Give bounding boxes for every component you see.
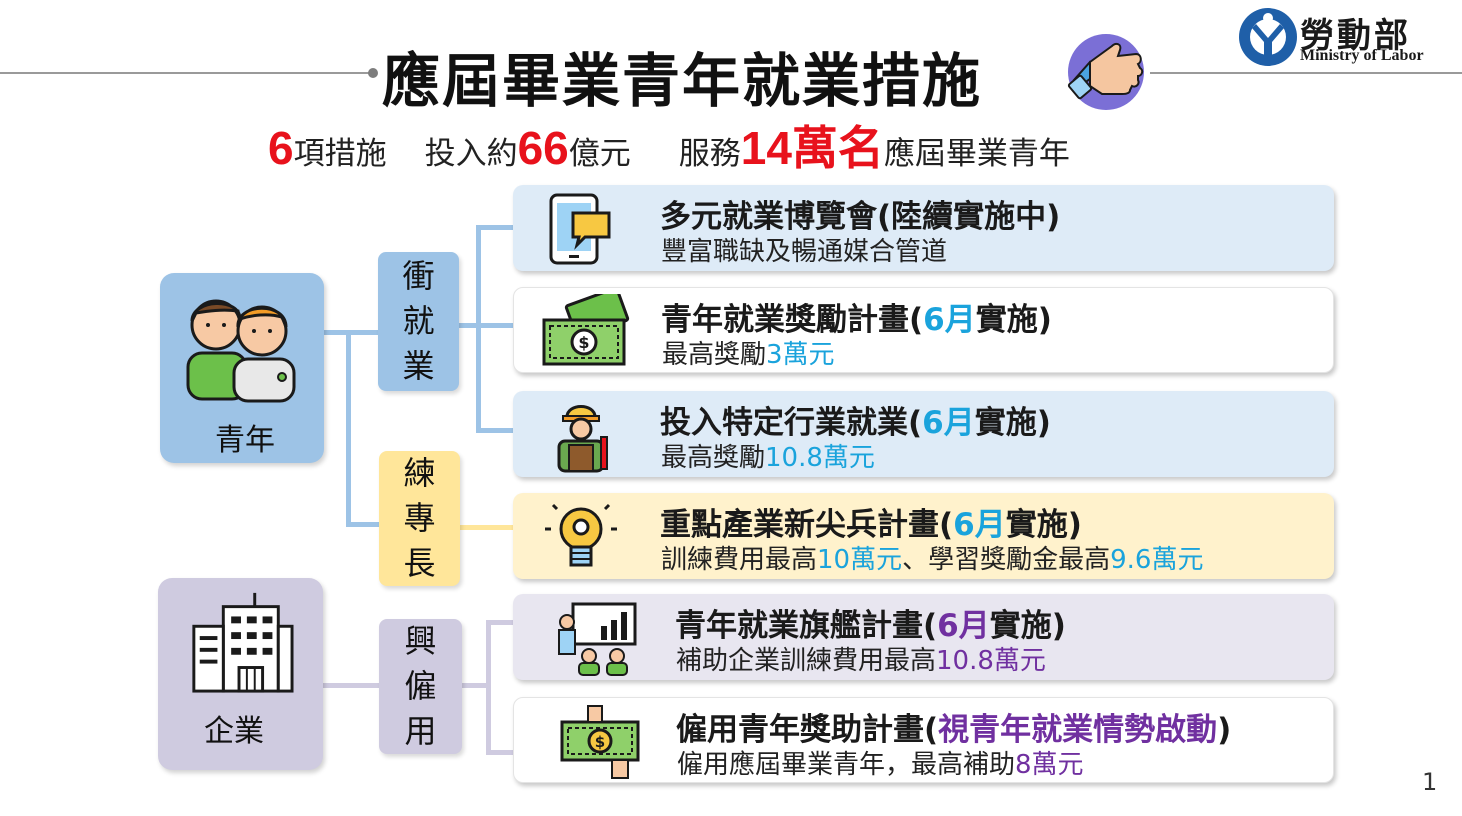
connector — [486, 620, 514, 625]
youth-label: 青年 — [215, 423, 275, 458]
category-char: 練 — [403, 454, 436, 492]
office-building-icon — [192, 592, 294, 693]
connector — [322, 683, 380, 688]
card-title: 僱用青年獎助計畫(視青年就業情勢啟動) — [676, 712, 1232, 748]
business-label: 企業 — [204, 714, 264, 749]
service-count: 14萬名 — [740, 122, 884, 174]
card-subtitle: 訓練費用最高10萬元、學習獎勵金最高9.6萬元 — [661, 545, 1204, 575]
tablet-chat-icon — [549, 193, 611, 265]
connector — [476, 225, 481, 433]
svg-text:$: $ — [578, 333, 589, 352]
business-group-box: 企業 — [158, 578, 323, 770]
service-target: 應屆畢業青年 — [883, 136, 1070, 172]
ministry-logo-icon — [1239, 8, 1297, 66]
category-boost-employment: 衝 就 業 — [378, 252, 459, 391]
measure-card-specific-industry: 投入特定行業就業(6月實施) 最高獎勵10.8萬元 — [513, 391, 1334, 477]
category-char: 專 — [403, 499, 436, 537]
connector — [476, 323, 514, 328]
category-char: 業 — [402, 347, 435, 385]
card-title: 青年就業獎勵計畫(6月實施) — [661, 302, 1052, 338]
category-char: 長 — [403, 544, 436, 582]
connector — [346, 522, 380, 527]
card-title: 青年就業旗艦計畫(6月實施) — [675, 608, 1066, 644]
card-title: 投入特定行業就業(6月實施) — [660, 405, 1051, 441]
measure-card-employment-incentive: $ 青年就業獎勵計畫(6月實施) 最高獎勵3萬元 — [513, 287, 1334, 373]
service-label: 服務 — [678, 136, 741, 172]
logo-chinese-name: 勞動部 — [1300, 16, 1411, 56]
measure-card-hiring-subsidy: $ 僱用青年獎助計畫(視青年就業情勢啟動) 僱用應屆畢業青年，最高補助8萬元 — [513, 697, 1334, 783]
card-title: 重點產業新尖兵計畫(6月實施) — [660, 507, 1082, 543]
card-title: 多元就業博覽會(陸續實施中) — [660, 199, 1061, 235]
budget-amount: 66 — [517, 122, 569, 174]
category-char: 用 — [404, 712, 437, 750]
header-rule-right — [1150, 72, 1462, 74]
page-number: 1 — [1422, 768, 1438, 796]
thumbs-up-icon — [1067, 34, 1144, 110]
budget-unit: 億元 — [568, 136, 631, 172]
category-char: 衝 — [402, 257, 435, 295]
summary-line: 6 項措施 投入約 66 億元 服務 14萬名 應屆畢業青年 — [268, 112, 1070, 174]
connector — [346, 330, 380, 335]
hand-money-icon: $ — [560, 705, 640, 779]
connector — [320, 330, 350, 335]
connector — [476, 225, 514, 230]
category-char: 僱 — [404, 667, 437, 705]
category-promote-hiring: 興 僱 用 — [379, 619, 462, 754]
card-subtitle: 豐富職缺及暢通媒合管道 — [661, 237, 948, 267]
connector — [460, 683, 490, 688]
header-rule-dot — [368, 68, 378, 78]
measure-card-flagship-program: 青年就業旗艦計畫(6月實施) 補助企業訓練費用最高10.8萬元 — [513, 594, 1334, 680]
budget-label: 投入約 — [424, 136, 518, 172]
svg-text:$: $ — [595, 733, 605, 751]
measure-card-key-industry-training: 重點產業新尖兵計畫(6月實施) 訓練費用最高10萬元、學習獎勵金最高9.6萬元 — [513, 493, 1334, 579]
measure-count-label: 項措施 — [293, 136, 387, 172]
category-char: 就 — [402, 302, 435, 340]
connector — [459, 525, 515, 530]
measure-card-job-fair: 多元就業博覽會(陸續實施中) 豐富職缺及暢通媒合管道 — [513, 185, 1334, 271]
measure-count: 6 — [268, 122, 294, 174]
youth-group-box: 青年 — [160, 273, 324, 463]
logo-english-name: Ministry of Labor — [1300, 47, 1424, 64]
worker-helmet-icon — [557, 405, 608, 473]
card-subtitle: 僱用應屆畢業青年，最高補助8萬元 — [677, 750, 1084, 780]
two-people-icon — [186, 299, 296, 403]
connector — [346, 330, 351, 526]
card-subtitle: 最高獎勵10.8萬元 — [661, 443, 875, 473]
header-rule-left — [0, 72, 375, 74]
card-subtitle: 最高獎勵3萬元 — [662, 340, 835, 370]
card-subtitle: 補助企業訓練費用最高10.8萬元 — [676, 646, 1046, 676]
connector — [476, 428, 514, 433]
connector — [486, 620, 491, 754]
money-bills-icon: $ — [542, 294, 630, 366]
category-char: 興 — [404, 622, 437, 660]
connector — [486, 750, 514, 755]
presentation-icon — [558, 602, 637, 676]
lightbulb-gear-icon — [545, 503, 617, 567]
connector — [458, 323, 480, 328]
page-title: 應屆畢業青年就業措施 — [382, 47, 983, 115]
category-train-skills: 練 專 長 — [379, 451, 460, 586]
